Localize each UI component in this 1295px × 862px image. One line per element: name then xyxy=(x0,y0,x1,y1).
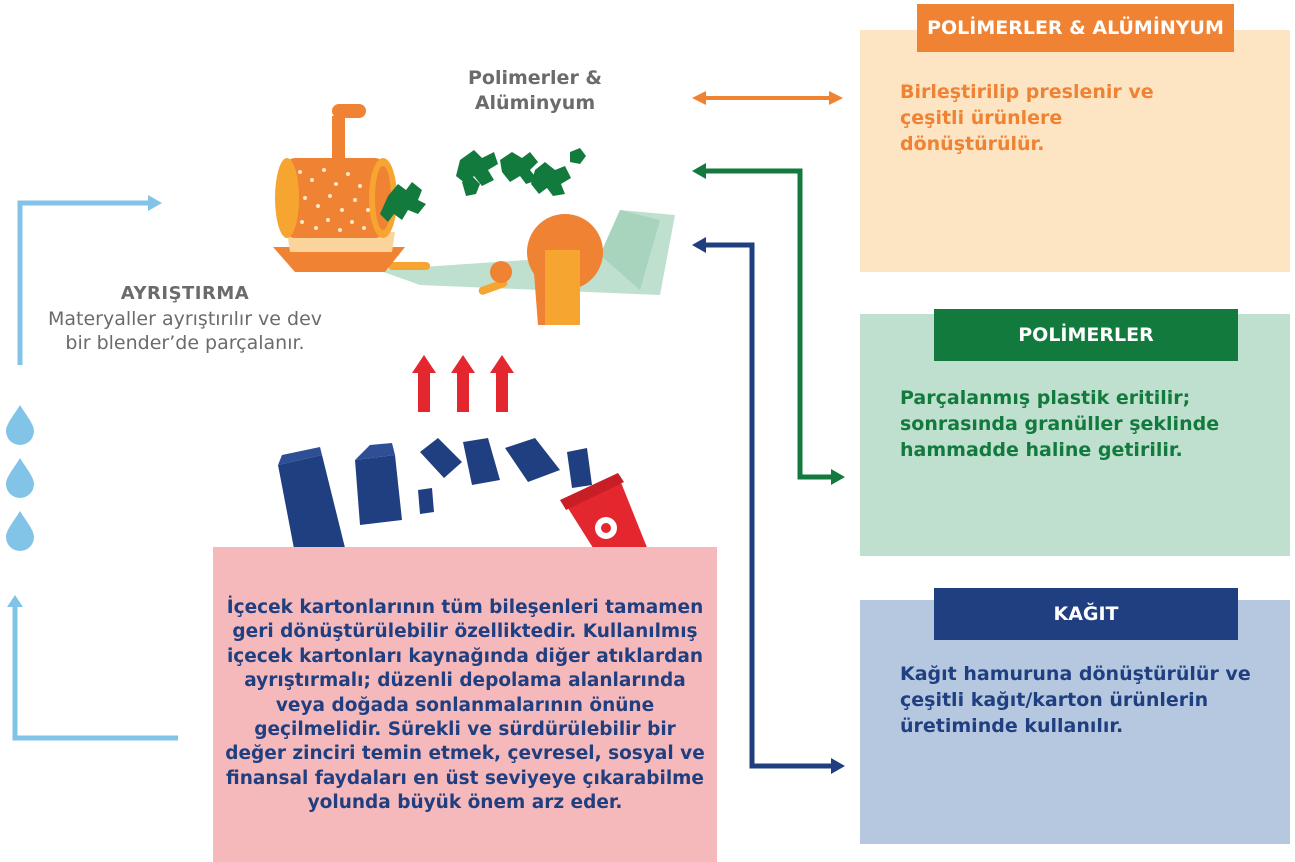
water-drop-icon xyxy=(6,405,34,551)
polymers-header: POLİMERLER xyxy=(934,309,1238,361)
cycle-arrowhead-up xyxy=(7,595,23,607)
polymers-aluminum-header: POLİMERLER & ALÜMİNYUM xyxy=(917,4,1234,52)
info-box xyxy=(213,547,717,862)
up-arrow-icon xyxy=(412,355,514,412)
paper-header: KAĞIT xyxy=(934,588,1238,640)
cycle-arrow xyxy=(12,200,178,741)
sorting-description: Materyaller ayrıştırılır ve dev bir blen… xyxy=(47,308,323,354)
info-box-text: İçecek kartonlarının tüm bileşenleri tam… xyxy=(225,597,705,814)
polymers-aluminum-panel xyxy=(860,30,1290,272)
pulper-drum-icon xyxy=(273,104,675,325)
shredded-material-icon xyxy=(380,148,586,222)
paper-text: Kağıt hamuruna dönüştürülür ve çeşitli k… xyxy=(900,663,1251,737)
machine-output-label: Polimerler & Alüminyum xyxy=(467,67,602,114)
sorting-title: AYRIŞTIRMA xyxy=(120,283,250,304)
orange-double-arrow xyxy=(692,91,843,105)
navy-flow-arrow xyxy=(692,237,845,774)
polymers-aluminum-text: Birleştirilip preslenir ve çeşitli ürünl… xyxy=(900,81,1154,155)
paper-panel xyxy=(860,600,1290,844)
green-flow-arrow xyxy=(692,163,845,485)
cycle-arrowhead-right xyxy=(148,195,162,211)
polymers-text: Parçalanmış plastik eritilir; sonrasında… xyxy=(900,387,1220,461)
